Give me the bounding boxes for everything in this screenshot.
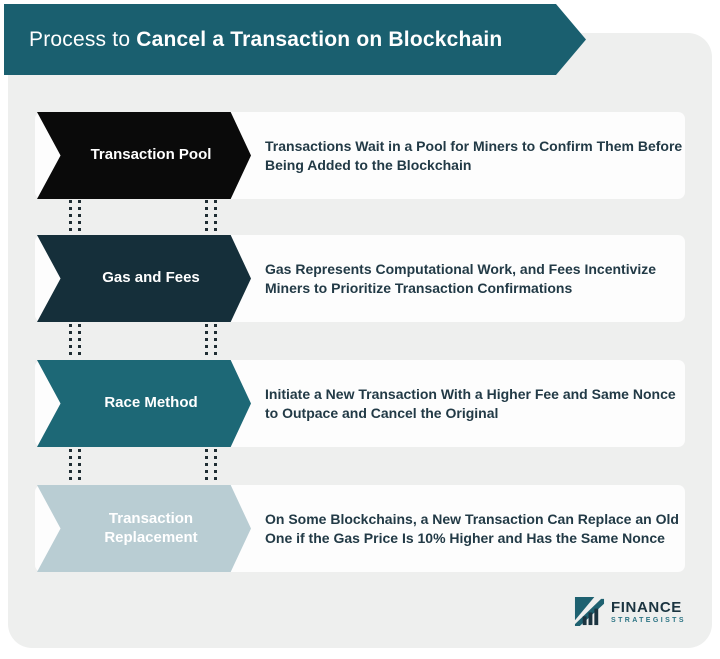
- dotted-line: [214, 449, 217, 483]
- dotted-line: [69, 200, 72, 234]
- step-arrow-transaction-replacement: Transaction Replacement: [37, 485, 251, 572]
- step-description: Initiate a New Transaction With a Higher…: [265, 385, 676, 421]
- header-banner: Process to Cancel a Transaction on Block…: [4, 4, 586, 75]
- finance-strategists-logo: FINANCE STRATEGISTS: [574, 596, 686, 627]
- step-label: Gas and Fees: [102, 269, 200, 287]
- step-description: On Some Blockchains, a New Transaction C…: [265, 510, 679, 546]
- step-arrow-race-method: Race Method: [37, 360, 251, 447]
- step-label: Transaction Replacement: [104, 509, 198, 546]
- dotted-line: [69, 449, 72, 483]
- dotted-line: [214, 200, 217, 234]
- dotted-connector: [69, 324, 81, 358]
- logo-wordmark: FINANCE: [611, 598, 682, 616]
- dotted-line: [205, 449, 208, 483]
- dotted-connector: [205, 449, 217, 483]
- step-label: Transaction Pool: [90, 146, 212, 164]
- page-title: Cancel a Transaction on Blockchain: [136, 27, 503, 51]
- dotted-connector: [205, 200, 217, 234]
- logo-subtitle: STRATEGISTS: [611, 616, 686, 624]
- dotted-line: [214, 324, 217, 358]
- dotted-line: [69, 324, 72, 358]
- step-label: Race Method: [104, 394, 198, 412]
- dotted-line: [205, 200, 208, 234]
- dotted-connector: [69, 200, 81, 234]
- page-title-prefix: Process to: [29, 27, 131, 51]
- dotted-line: [78, 324, 81, 358]
- dotted-line: [78, 200, 81, 234]
- dotted-line: [78, 449, 81, 483]
- step-description: Gas Represents Computational Work, and F…: [265, 260, 657, 296]
- step-arrow-transaction-pool: Transaction Pool: [37, 112, 251, 199]
- step-arrow-gas-and-fees: Gas and Fees: [37, 235, 251, 322]
- growth-chart-icon: [574, 596, 605, 627]
- dotted-line: [205, 324, 208, 358]
- step-description: Transactions Wait in a Pool for Miners t…: [265, 137, 683, 173]
- dotted-connector: [205, 324, 217, 358]
- dotted-connector: [69, 449, 81, 483]
